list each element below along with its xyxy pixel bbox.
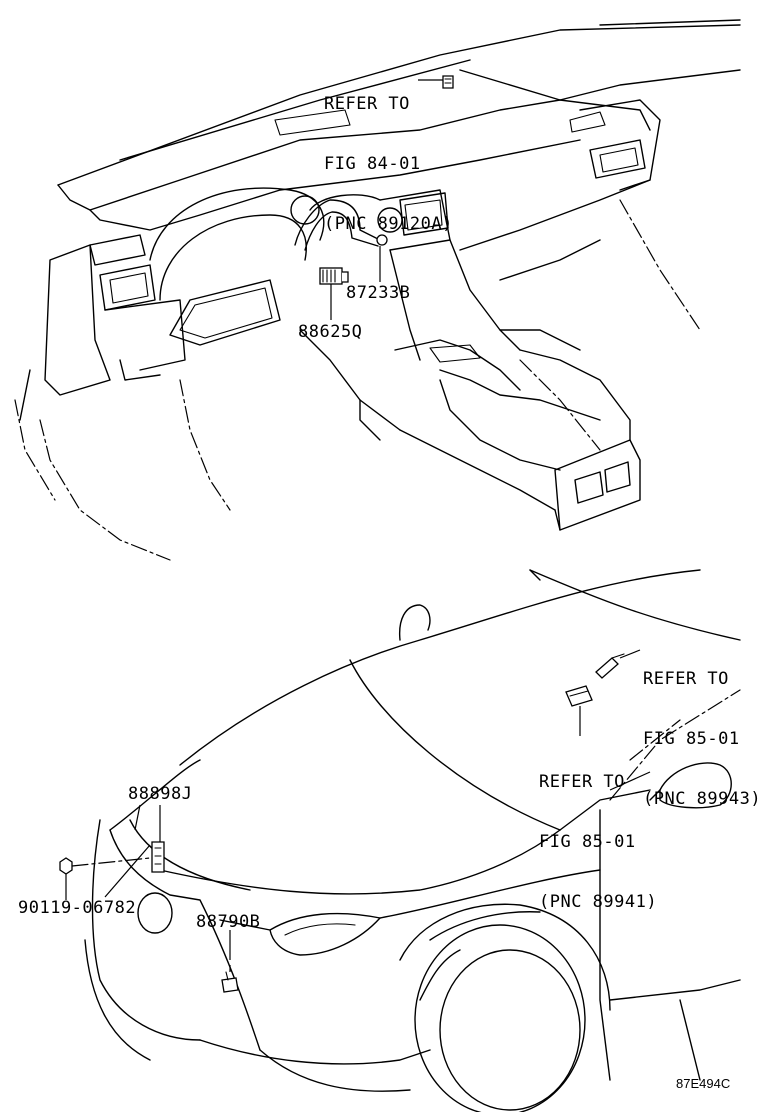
figure-code: 87E494C [676, 1076, 731, 1091]
refer-line-2: FIG 85-01 [643, 729, 740, 749]
part-label-88625q: 88625Q [298, 322, 363, 342]
part-89943-component [595, 653, 625, 679]
refer-line-2: FIG 84-01 [324, 154, 421, 174]
dashboard-drawing [14, 19, 741, 561]
part-label-88898j: 88898J [128, 784, 193, 804]
refer-label-89943: REFER TO FIG 85-01 (PNC 89943) [643, 629, 760, 849]
part-label-90119-06782: 90119-06782 [18, 898, 137, 918]
refer-line-3: (PNC 89941) [539, 892, 658, 912]
part-89120a-component [442, 75, 454, 89]
refer-line-2: FIG 85-01 [539, 832, 636, 852]
refer-line-1: REFER TO [643, 669, 729, 689]
refer-line-3: (PNC 89943) [643, 789, 760, 809]
refer-line-1: REFER TO [324, 94, 410, 114]
part-88625q-component [319, 267, 349, 285]
refer-line-3: (PNC 89120A) [324, 214, 453, 234]
refer-line-1: REFER TO [539, 772, 625, 792]
part-88898j-component [151, 841, 165, 873]
refer-label-fig84: REFER TO FIG 84-01 (PNC 89120A) [324, 54, 453, 274]
car-exterior-drawing [84, 569, 741, 1112]
refer-label-89941: REFER TO FIG 85-01 (PNC 89941) [539, 732, 657, 952]
part-label-88790b: 88790B [196, 912, 261, 932]
part-88790b-component [221, 971, 239, 993]
part-89941-component [565, 685, 593, 707]
part-label-87233b: 87233B [346, 283, 411, 303]
